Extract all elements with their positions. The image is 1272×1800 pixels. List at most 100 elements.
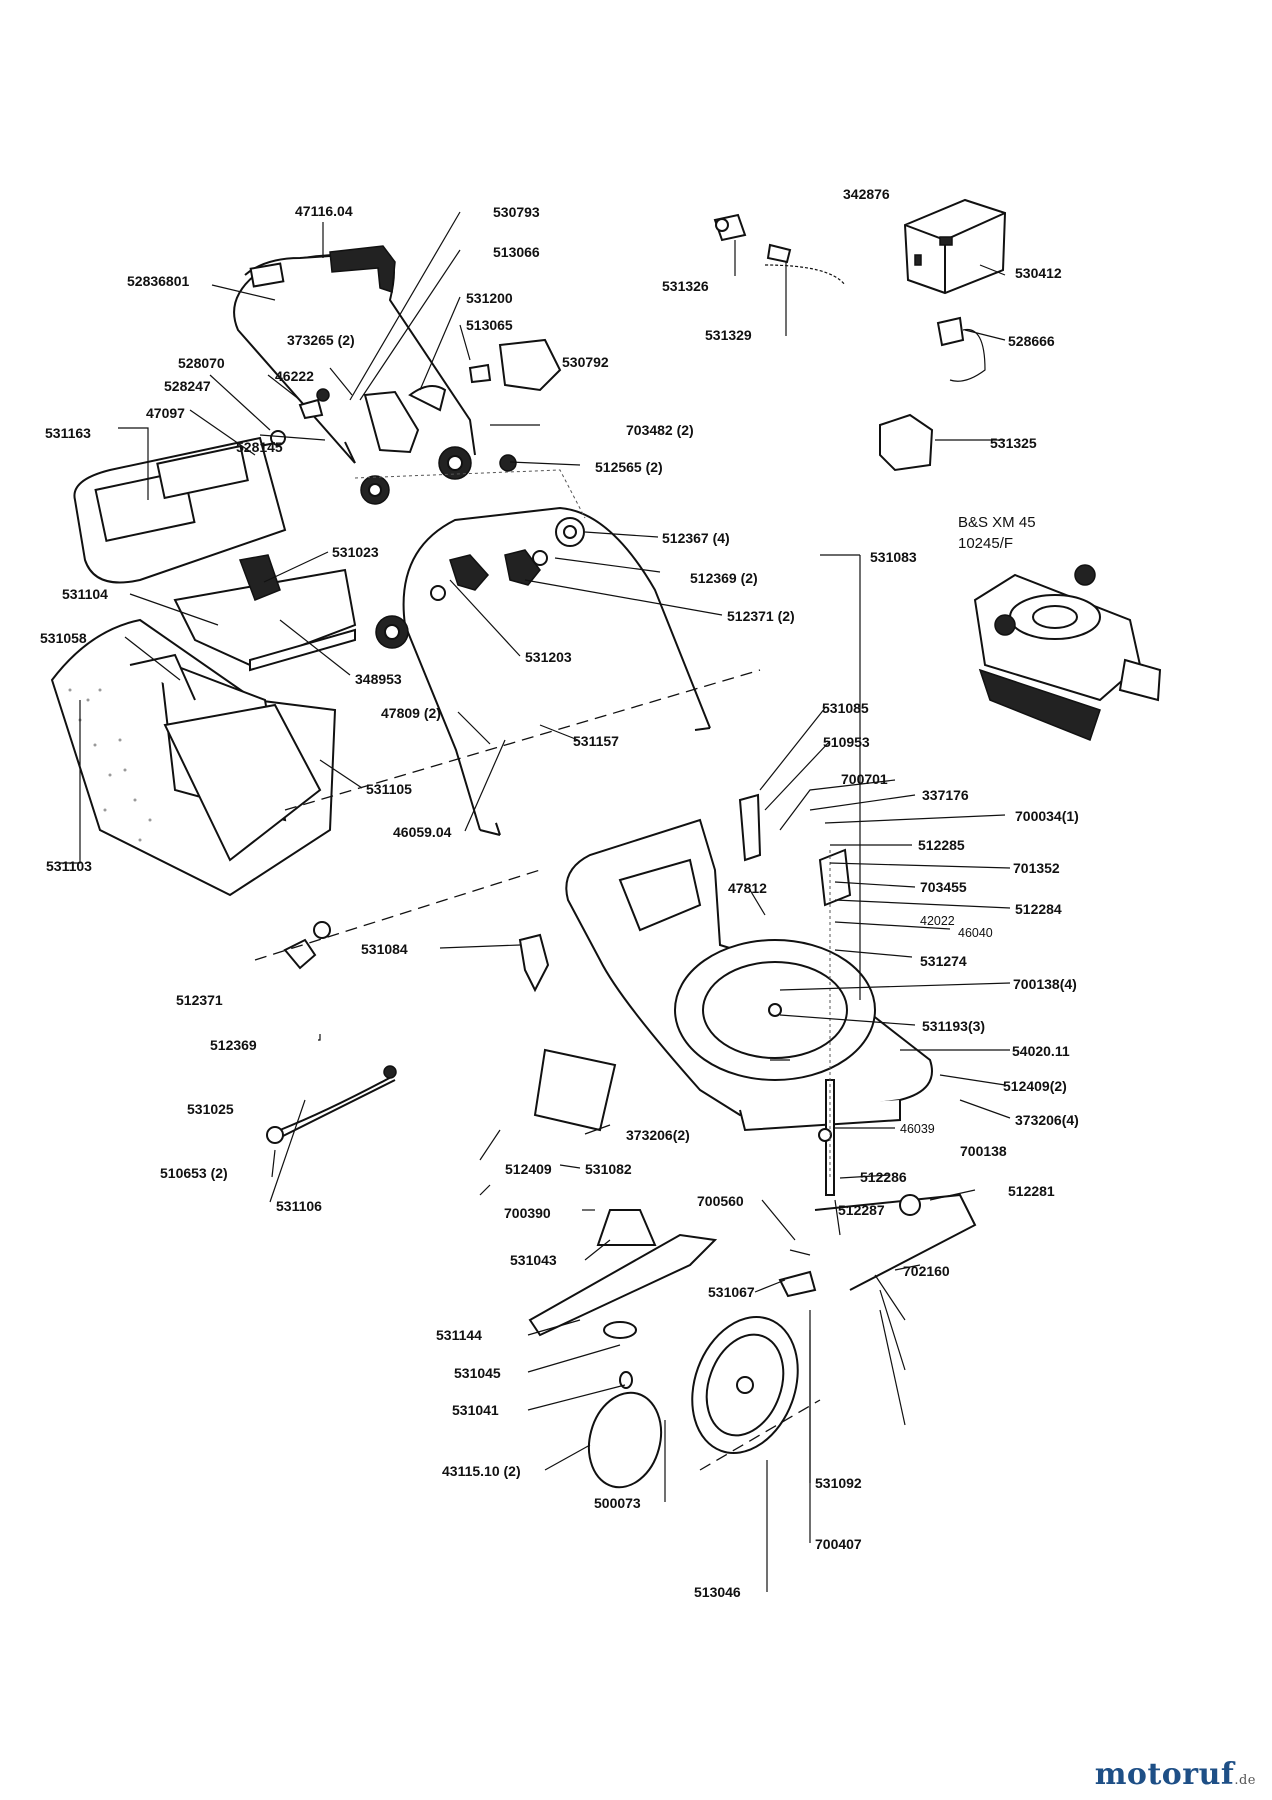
part-label: 531067: [708, 1284, 755, 1300]
part-label: 512287: [838, 1202, 885, 1218]
part-label: 512281: [1008, 1183, 1055, 1199]
part-label: 513046: [694, 1584, 741, 1600]
part-label: 531193(3): [922, 1018, 985, 1034]
part-label: 703482 (2): [626, 422, 694, 438]
part-label: 512371 (2): [727, 608, 795, 624]
part-label: 52836801: [127, 273, 190, 289]
part-label: 513066: [493, 244, 540, 260]
control-brackets-drawing: [239, 338, 562, 454]
part-label: 703455: [920, 879, 967, 895]
part-label: 531200: [466, 290, 513, 306]
part-label: 531104: [62, 586, 108, 602]
part-label: 512409(2): [1003, 1078, 1067, 1094]
part-label: 513065: [466, 317, 513, 333]
part-label: 531058: [40, 630, 87, 646]
part-label: 373265 (2): [287, 332, 355, 348]
battery-drawing: [713, 198, 1007, 472]
part-label: 531092: [815, 1475, 862, 1491]
part-labels: 47116.04 52836801 530793 513066 531200 5…: [40, 186, 1079, 1600]
part-label: 531274: [920, 953, 967, 969]
part-label: 512367 (4): [662, 530, 730, 546]
part-label: 531045: [454, 1365, 501, 1381]
part-label: 700407: [815, 1536, 862, 1552]
part-label: 512284: [1015, 901, 1062, 917]
part-label: 531105: [366, 781, 412, 797]
part-label: 531163: [45, 425, 91, 441]
part-label: 528070: [178, 355, 225, 371]
part-label: 512409: [505, 1161, 552, 1177]
part-label: 46040: [958, 926, 993, 940]
part-label: 531329: [705, 327, 752, 343]
part-label: 342876: [843, 186, 890, 202]
part-label: 512369: [210, 1037, 257, 1053]
dashed-line-bag: [254, 869, 541, 961]
part-label: 373206(2): [626, 1127, 690, 1143]
upper-handle-drawing: [233, 245, 476, 464]
part-label: 512286: [860, 1169, 907, 1185]
part-label: 702160: [903, 1263, 950, 1279]
brand-name: motoruf: [1094, 1757, 1235, 1792]
part-label: 700138(4): [1013, 976, 1077, 992]
part-label: 531043: [510, 1252, 557, 1268]
part-label: 700390: [504, 1205, 551, 1221]
dashed-line-axle: [699, 1399, 821, 1471]
part-label: 512565 (2): [595, 459, 663, 475]
part-label: 528666: [1008, 333, 1055, 349]
part-label: 530792: [562, 354, 609, 370]
part-label: 531144: [436, 1327, 482, 1343]
part-label: 531023: [332, 544, 379, 560]
grassbag-cover-drawing: [73, 436, 357, 672]
part-label: 531041: [452, 1402, 499, 1418]
grassbag-drawing: [50, 618, 337, 897]
part-label: 531157: [573, 733, 619, 749]
part-label: 531082: [585, 1161, 632, 1177]
part-label: 512285: [918, 837, 965, 853]
part-label: 531325: [990, 435, 1037, 451]
part-label: 46222: [275, 368, 314, 384]
part-label: 54020.11: [1012, 1043, 1070, 1059]
part-label: 700560: [697, 1193, 744, 1209]
part-label: 700701: [841, 771, 888, 787]
part-label: 700034(1): [1015, 808, 1079, 824]
part-drawings: [50, 198, 1162, 1489]
part-label: 531203: [525, 649, 572, 665]
engine-drawing: [973, 564, 1162, 741]
part-label: 512369 (2): [690, 570, 758, 586]
part-label: 700138: [960, 1143, 1007, 1159]
part-label: 47812: [728, 880, 767, 896]
part-label: 530412: [1015, 265, 1062, 281]
part-label: 47097: [146, 405, 185, 421]
mower-deck-drawing: [565, 818, 933, 1132]
part-label: 47116.04: [295, 203, 353, 219]
part-label: 531326: [662, 278, 709, 294]
part-label: 42022: [920, 914, 955, 928]
part-label: 46039: [900, 1122, 935, 1136]
part-label: 500073: [594, 1495, 641, 1511]
part-label: 531085: [822, 700, 869, 716]
part-label: 531084: [361, 941, 408, 957]
part-label: 510953: [823, 734, 870, 750]
part-label: 512371: [176, 992, 223, 1008]
part-label: 528247: [164, 378, 211, 394]
part-label: 701352: [1013, 860, 1060, 876]
brand-logo[interactable]: motoruf.de: [1095, 1757, 1256, 1792]
part-label: 531083: [870, 549, 917, 565]
part-label: 46059.04: [393, 824, 452, 840]
part-label: 47809 (2): [381, 705, 441, 721]
part-label: 531106: [276, 1198, 322, 1214]
dotted-line-handle: [354, 469, 586, 519]
engine-label-line1: B&S XM 45: [958, 514, 1036, 531]
dashed-line-handle: [284, 669, 761, 811]
handle-knobs-drawing: [283, 446, 585, 970]
part-label: 531103: [46, 858, 92, 874]
engine-label-line2: 10245/F: [958, 535, 1013, 552]
lower-handle-drawing: [402, 506, 711, 836]
part-label: 348953: [355, 671, 402, 687]
part-label: 528145: [236, 439, 283, 455]
part-label: 337176: [922, 787, 969, 803]
leader-lines: [60, 211, 1011, 1592]
part-label: 373206(4): [1015, 1112, 1079, 1128]
part-label: 510653 (2): [160, 1165, 228, 1181]
part-label: 43115.10 (2): [442, 1463, 521, 1479]
